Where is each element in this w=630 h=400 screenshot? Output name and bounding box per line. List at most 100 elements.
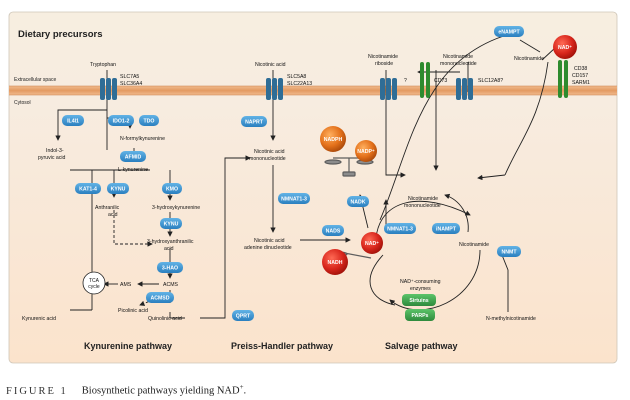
svg-text:PARPs: PARPs <box>412 313 429 319</box>
diagram-title: Dietary precursors <box>18 29 102 40</box>
enzyme-acmsd: ACMSD <box>146 292 174 303</box>
enzyme-tdo: TDO <box>139 115 159 126</box>
tca-label: TCA <box>89 278 100 284</box>
enzyme-afmid: AFMID <box>120 151 146 162</box>
svg-text:NMNAT1-3: NMNAT1-3 <box>387 227 413 233</box>
caption-label: FIGURE 1 <box>6 385 68 397</box>
cd38-label: CD38 <box>574 66 587 72</box>
naad-label-2: adenine dinucleotide <box>244 245 292 251</box>
nmn-int-label-2: mononucleotide <box>404 203 441 209</box>
enzyme-il4i1: IL4I1 <box>62 115 84 126</box>
hydroxyanthranilic-label: 3-hydroxyanthranilic <box>147 239 194 245</box>
nadph-ball: NADPH <box>320 126 346 152</box>
l-kynurenine-label: L-kynurenine <box>118 167 148 173</box>
nicotinic-acid-label: Nicotinic acid <box>255 62 286 68</box>
anthranilic-label-2: acid <box>108 212 118 218</box>
naad-label: Nicotinic acid <box>254 238 285 244</box>
svg-text:KMO: KMO <box>166 187 178 193</box>
anthranilic-label: Anthranilic <box>95 205 120 211</box>
enzyme-nmnat-ph: NMNAT1-3 <box>278 193 310 204</box>
enzyme-parps: PARPs <box>405 309 435 321</box>
svg-text:eNAMPT: eNAMPT <box>498 30 520 36</box>
svg-text:KAT1-4: KAT1-4 <box>79 187 97 193</box>
cd73-label: CD73 <box>434 78 447 84</box>
nad-center-ball: NAD⁺ <box>361 232 383 254</box>
enzyme-kat: KAT1-4 <box>75 183 101 194</box>
transporter-slc12a8 <box>456 78 473 100</box>
enzyme-kynu-2: KYNU <box>160 218 182 229</box>
svg-text:NADS: NADS <box>326 229 341 235</box>
nicotinamide-ext-label: Nicotinamide <box>514 56 544 62</box>
svg-text:NADP⁺: NADP⁺ <box>357 149 375 155</box>
cd73-enzyme <box>420 62 430 98</box>
caption-text: Biosynthetic pathways yielding NAD <box>81 385 240 397</box>
quinolinic-label: Quinolinic acid <box>148 316 182 322</box>
ams-label: AMS <box>120 282 132 288</box>
tca-cycle: TCA cycle <box>82 271 106 295</box>
svg-text:NAD⁺: NAD⁺ <box>365 241 379 247</box>
svg-text:3-HAO: 3-HAO <box>162 266 178 272</box>
svg-text:NADH: NADH <box>328 260 343 266</box>
acms-label: ACMS <box>163 282 179 288</box>
sarm1-label: SARM1 <box>572 80 590 86</box>
slc12a8-label: SLC12A8? <box>478 78 503 84</box>
caption-superscript: + <box>239 383 244 391</box>
enzyme-enampt: eNAMPT <box>494 26 524 37</box>
svg-text:TDO: TDO <box>144 119 155 125</box>
nicotinamide-riboside-label-2: riboside <box>375 61 393 67</box>
enzyme-ido: IDO1-2 <box>108 115 134 126</box>
cd38-enzyme <box>558 60 568 98</box>
nicotinamide-riboside-label: Nicotinamide <box>368 54 398 60</box>
picolinic-label: Picolinic acid <box>118 308 148 314</box>
unknown-transporter-label: ? <box>404 78 407 84</box>
slc7a5-label: SLC7A5 <box>120 74 139 80</box>
nicotinamide-int-label: Nicotinamide <box>459 242 489 248</box>
svg-text:AFMID: AFMID <box>125 155 142 161</box>
nad-pathway-diagram: Dietary precursors Extracellular space C… <box>8 11 618 364</box>
svg-text:NADPH: NADPH <box>324 137 343 143</box>
n-methylnicotinamide-label: N-methylnicotinamide <box>486 316 536 322</box>
svg-text:KYNU: KYNU <box>111 187 126 193</box>
svg-text:Sirtuins: Sirtuins <box>409 298 428 304</box>
enzyme-naprt: NAPRT <box>241 116 267 127</box>
svg-text:QPRT: QPRT <box>236 314 251 320</box>
enzyme-nnmt: NNMT <box>497 246 521 257</box>
kynurenic-label: Kynurenic acid <box>22 316 56 322</box>
enzyme-inampt: iNAMPT <box>432 223 460 234</box>
n-formylkynurenine-label: N-formylkynurenine <box>120 136 165 142</box>
svg-text:KYNU: KYNU <box>164 222 179 228</box>
nad-consuming-label-2: enzymes <box>410 286 431 292</box>
slc5a8-label: SLC5A8 <box>287 74 306 80</box>
svg-text:IL4I1: IL4I1 <box>67 119 79 125</box>
nmn-ext-label-2: mononucleotide <box>440 61 477 67</box>
transporter-slc5a8 <box>266 78 283 100</box>
enzyme-nadk: NADK <box>347 196 369 207</box>
svg-text:NMNAT1-3: NMNAT1-3 <box>281 197 307 203</box>
slc36a4-label: SLC36A4 <box>120 81 142 87</box>
nad-consuming-label: NAD⁺-consuming <box>400 279 441 285</box>
svg-text:NAD⁺: NAD⁺ <box>558 45 572 51</box>
namn-label-2: mononucleotide <box>249 156 286 162</box>
namn-label: Nicotinic acid <box>254 149 285 155</box>
enzyme-nmnat-s: NMNAT1-3 <box>384 223 416 234</box>
nadp-ball: NADP⁺ <box>355 140 377 162</box>
enzyme-kynu-1: KYNU <box>107 183 129 194</box>
svg-text:ACMSD: ACMSD <box>150 296 169 302</box>
slc22a13-label: SLC22A13 <box>287 81 312 87</box>
enzyme-nads: NADS <box>322 225 344 236</box>
indol-pyruvic-label: Indol-3- <box>46 148 64 154</box>
svg-text:NADK: NADK <box>351 200 366 206</box>
cd157-label: CD157 <box>572 73 588 79</box>
extracellular-label: Extracellular space <box>14 77 56 83</box>
hydroxyanthranilic-label-2: acid <box>164 246 174 252</box>
nad-ext-ball: NAD⁺ <box>553 35 577 59</box>
nmn-ext-label: Nicotinamide <box>443 54 473 60</box>
nadh-ball: NADH <box>322 249 348 275</box>
tca-label-2: cycle <box>88 284 100 290</box>
transporter-slc7a5 <box>100 78 117 100</box>
enzyme-sirtuins: Sirtuins <box>402 294 436 306</box>
enzyme-3hao: 3-HAO <box>157 262 183 273</box>
svg-text:iNAMPT: iNAMPT <box>436 227 457 233</box>
preiss-handler-pathway-title: Preiss-Handler pathway <box>231 341 333 351</box>
figure-caption: FIGURE 1 Biosynthetic pathways yielding N… <box>6 383 246 397</box>
